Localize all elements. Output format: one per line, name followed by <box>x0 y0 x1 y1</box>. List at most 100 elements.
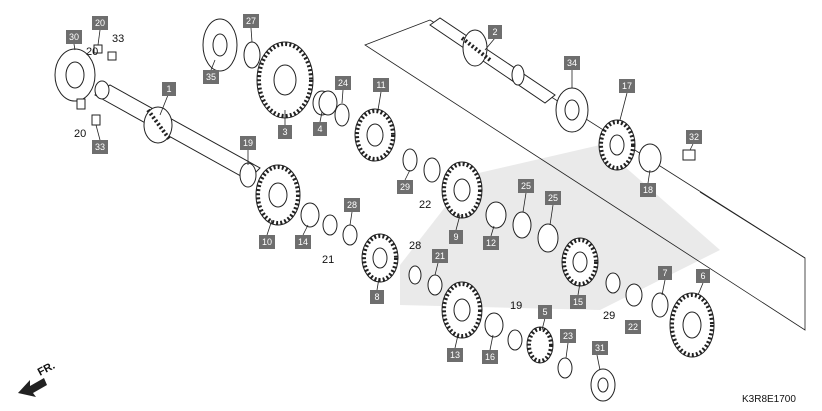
callout-13: 13 <box>447 348 463 362</box>
front-direction-arrow: FR. <box>18 360 57 397</box>
gear-9 <box>441 161 483 219</box>
gear-15 <box>561 237 599 287</box>
label-21-plain: 21 <box>322 254 334 266</box>
callout-5: 5 <box>538 305 552 319</box>
callout-11: 11 <box>373 78 389 92</box>
svg-text:15: 15 <box>573 297 583 307</box>
countershaft <box>429 17 556 104</box>
washer-25 <box>537 223 559 253</box>
washer-19-upper <box>239 162 257 188</box>
callout-1: 1 <box>162 82 176 96</box>
bearing-35 <box>202 18 238 72</box>
gear-6 <box>669 292 715 358</box>
gear-8 <box>361 233 399 283</box>
callout-2: 2 <box>488 25 502 39</box>
svg-text:18: 18 <box>643 185 653 195</box>
fixing-plate-18 <box>638 143 662 173</box>
svg-text:14: 14 <box>298 237 308 247</box>
svg-text:30: 30 <box>69 32 79 42</box>
svg-text:7: 7 <box>662 268 667 278</box>
svg-text:12: 12 <box>486 238 496 248</box>
washer-21-left <box>322 214 338 236</box>
gear-11 <box>354 108 396 162</box>
callout-27: 27 <box>243 14 259 28</box>
callout-23: 23 <box>560 329 576 343</box>
callout-18: 18 <box>640 183 656 197</box>
callout-25-upper: 25 <box>518 179 534 193</box>
washer-22-upper <box>423 157 441 183</box>
svg-text:33: 33 <box>95 142 105 152</box>
svg-text:25: 25 <box>521 181 531 191</box>
callout-9: 9 <box>449 230 463 244</box>
svg-text:FR.: FR. <box>36 360 57 379</box>
gear-3 <box>256 41 314 119</box>
callout-29: 29 <box>397 180 413 194</box>
svg-text:35: 35 <box>206 72 216 82</box>
callout-6: 6 <box>696 269 710 283</box>
callout-31: 31 <box>592 341 608 355</box>
callout-15: 15 <box>570 295 586 309</box>
svg-text:5: 5 <box>542 307 547 317</box>
svg-text:34: 34 <box>567 58 577 68</box>
callout-16: 16 <box>482 350 498 364</box>
bearing-34 <box>555 87 589 133</box>
callout-30: 30 <box>66 30 82 44</box>
snap-ring-29-upper <box>402 148 418 172</box>
svg-text:10: 10 <box>262 237 272 247</box>
svg-text:8: 8 <box>374 292 379 302</box>
callout-3: 3 <box>278 125 292 139</box>
snap-ring-28-left <box>342 224 358 246</box>
callout-14: 14 <box>295 235 311 249</box>
callout-22: 22 <box>625 320 641 334</box>
label-33-plain: 33 <box>112 33 124 45</box>
drawing-code: K3R8E1700 <box>742 394 796 405</box>
callout-28: 28 <box>344 198 360 212</box>
gear-5 <box>526 326 554 364</box>
callout-17: 17 <box>619 79 635 93</box>
callout-12: 12 <box>483 236 499 250</box>
svg-text:3: 3 <box>282 127 287 137</box>
svg-text:31: 31 <box>595 343 605 353</box>
bushing-12 <box>485 201 507 229</box>
svg-text:23: 23 <box>563 331 573 341</box>
svg-text:9: 9 <box>453 232 458 242</box>
svg-text:11: 11 <box>376 80 385 90</box>
svg-text:1: 1 <box>166 84 171 94</box>
washer-21-center <box>427 274 443 296</box>
callout-8: 8 <box>370 290 384 304</box>
svg-text:22: 22 <box>628 322 638 332</box>
callout-21: 21 <box>432 249 448 263</box>
callout-10: 10 <box>259 235 275 249</box>
bushing-7 <box>651 292 669 318</box>
bearing-31 <box>590 368 616 402</box>
snap-ring-29-right <box>605 272 621 294</box>
washer-19-lower <box>507 329 523 351</box>
label-20-plain-left: 20 <box>74 128 86 140</box>
label-28-plain: 28 <box>409 240 421 252</box>
callout-24: 24 <box>335 76 351 90</box>
svg-text:24: 24 <box>338 78 348 88</box>
washer-23 <box>557 357 573 379</box>
svg-text:19: 19 <box>243 138 253 148</box>
svg-text:2: 2 <box>492 27 497 37</box>
gear-13 <box>441 281 483 339</box>
svg-text:13: 13 <box>450 350 460 360</box>
svg-text:25: 25 <box>548 193 558 203</box>
washer-24 <box>334 103 350 127</box>
label-20-plain-top: 20 <box>86 46 98 58</box>
label-29-plain: 29 <box>603 310 615 322</box>
svg-text:20: 20 <box>95 18 105 28</box>
svg-text:32: 32 <box>689 132 699 142</box>
bushing-14 <box>300 202 320 228</box>
bushing-16 <box>484 312 504 338</box>
svg-text:4: 4 <box>317 124 322 134</box>
snap-ring-28-center <box>408 265 422 285</box>
callout-4: 4 <box>313 122 327 136</box>
bolt-33-bottom <box>76 98 101 126</box>
svg-text:28: 28 <box>347 200 357 210</box>
label-19-plain: 19 <box>510 300 522 312</box>
callout-32: 32 <box>686 130 702 144</box>
callout-20: 20 <box>92 16 108 30</box>
label-22-plain: 22 <box>419 199 431 211</box>
bearing-30 <box>54 48 96 102</box>
